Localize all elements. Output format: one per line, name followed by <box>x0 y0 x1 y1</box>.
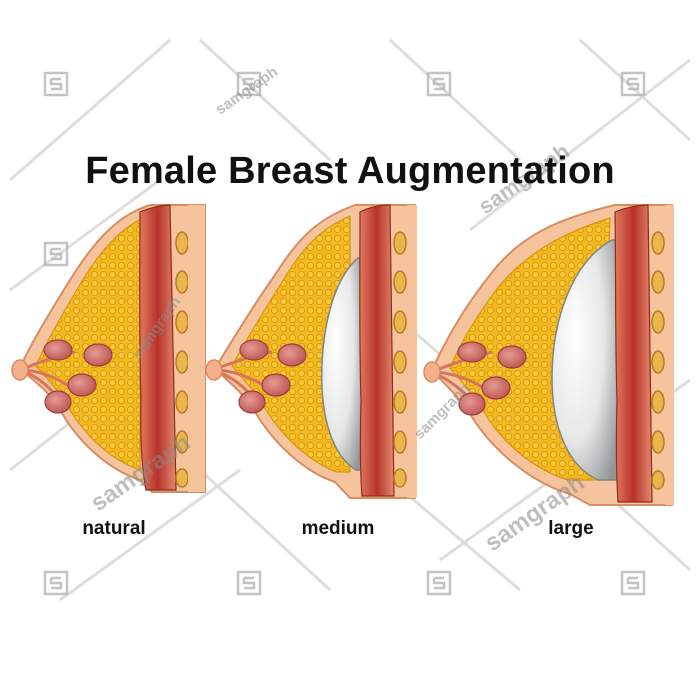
fat-tissue <box>35 215 149 471</box>
watermark-logo-icon <box>620 71 646 97</box>
chest-muscle <box>614 204 653 503</box>
watermark-text: samgraph <box>480 469 589 557</box>
mammary-glands <box>43 339 113 414</box>
watermark-logo-icon <box>426 570 452 596</box>
watermark-logo-icon <box>43 570 69 596</box>
ribs <box>651 231 665 490</box>
chest-muscle <box>359 204 395 497</box>
nipple <box>423 361 441 383</box>
mammary-glands <box>238 339 307 414</box>
page-title: Female Breast Augmentation <box>85 150 615 192</box>
label-natural: natural <box>82 518 146 539</box>
nipple <box>205 359 223 381</box>
ribs <box>393 231 407 488</box>
label-medium: medium <box>301 518 375 539</box>
breast-implant <box>551 239 619 481</box>
label-large: large <box>548 518 594 539</box>
watermark-logo-icon <box>426 71 452 97</box>
breast-medium <box>205 204 417 499</box>
breast-natural <box>11 204 206 493</box>
watermark-logo-icon <box>43 71 69 97</box>
breast-implant <box>321 257 363 471</box>
watermark-text: samgraph <box>213 63 281 118</box>
watermark-logo-icon <box>236 71 262 97</box>
chest-muscle <box>139 204 177 491</box>
watermark-logo-icon <box>236 570 262 596</box>
watermark-logo-icon <box>620 570 646 596</box>
nipple <box>11 359 29 381</box>
mammary-glands <box>457 341 527 416</box>
breast-large <box>423 204 674 506</box>
watermark-logo-icon <box>43 241 69 267</box>
